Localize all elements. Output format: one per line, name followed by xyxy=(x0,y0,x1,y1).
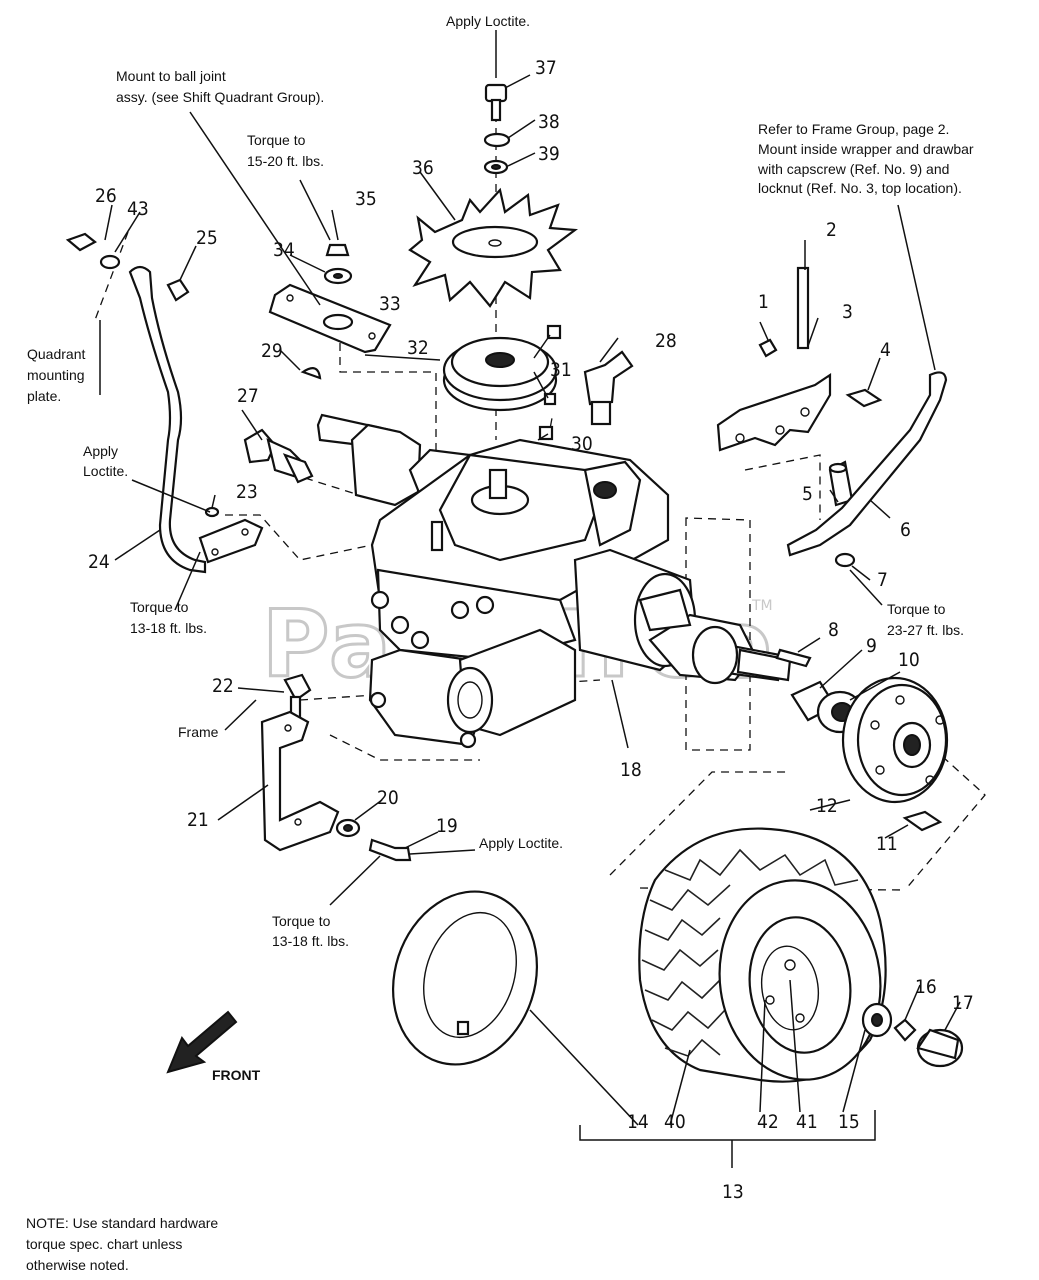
front-arrow-icon xyxy=(166,1010,238,1074)
callout-7: 7 xyxy=(877,569,888,591)
front-label: FRONT xyxy=(212,1067,261,1083)
callout-39: 39 xyxy=(538,143,560,165)
woodruff-key xyxy=(300,367,322,380)
transaxle-housing xyxy=(316,413,792,749)
note-torque-24-line1: Torque to xyxy=(130,599,189,615)
note-frame: Frame xyxy=(178,724,219,740)
note-line3: otherwise noted. xyxy=(26,1257,129,1273)
callout-28: 28 xyxy=(655,330,677,352)
callout-29: 29 xyxy=(261,340,283,362)
callout-11: 11 xyxy=(876,833,898,855)
callout-13: 13 xyxy=(722,1181,744,1203)
note-apply-loctite-23-line1: Apply xyxy=(83,443,118,459)
callout-19: 19 xyxy=(436,815,458,837)
callout-numbers: 1 2 3 4 5 6 7 8 9 10 11 12 13 14 15 16 1… xyxy=(88,57,974,1203)
callout-21: 21 xyxy=(187,809,209,831)
note-apply-loctite-top: Apply Loctite. xyxy=(446,13,530,29)
note-mount-line2: assy. (see Shift Quadrant Group). xyxy=(116,89,324,105)
note-quadrant-line3: plate. xyxy=(27,388,61,404)
callout-22: 22 xyxy=(212,675,234,697)
drawbar-hardware xyxy=(716,266,948,568)
note-torque-19-line2: 13-18 ft. lbs. xyxy=(272,933,349,949)
callout-34: 34 xyxy=(273,239,295,261)
callout-14: 14 xyxy=(627,1111,649,1133)
callout-42: 42 xyxy=(757,1111,779,1133)
callout-20: 20 xyxy=(377,787,399,809)
callout-36: 36 xyxy=(412,157,434,179)
callout-40: 40 xyxy=(664,1111,686,1133)
callout-10: 10 xyxy=(898,649,920,671)
note-refer-line4: locknut (Ref. No. 3, top location). xyxy=(758,180,962,196)
note-quadrant-line2: mounting xyxy=(27,367,85,383)
note-torque-24-line2: 13-18 ft. lbs. xyxy=(130,620,207,636)
note-apply-loctite-23-line2: Loctite. xyxy=(83,463,128,479)
callout-24: 24 xyxy=(88,551,110,573)
note-torque-19-line1: Torque to xyxy=(272,913,331,929)
callout-8: 8 xyxy=(828,619,839,641)
callout-2: 2 xyxy=(826,219,837,241)
callout-27: 27 xyxy=(237,385,259,407)
callout-25: 25 xyxy=(196,227,218,249)
note-torque-35-line1: Torque to xyxy=(247,132,306,148)
top-hardware xyxy=(323,83,511,285)
shift-linkage-rod xyxy=(65,232,264,574)
note-mount-line1: Mount to ball joint xyxy=(116,68,226,84)
callout-4: 4 xyxy=(880,339,891,361)
drive-pulley xyxy=(442,336,558,412)
callout-30: 30 xyxy=(571,433,593,455)
note-line1: NOTE: Use standard hardware xyxy=(26,1215,218,1231)
watermark-tm: TM xyxy=(751,598,773,614)
note-torque-7-line2: 23-27 ft. lbs. xyxy=(887,622,964,638)
callout-16: 16 xyxy=(915,976,937,998)
callout-41: 41 xyxy=(796,1111,818,1133)
callout-12: 12 xyxy=(816,795,838,817)
callout-6: 6 xyxy=(900,519,911,541)
small-fittings xyxy=(538,324,634,441)
callout-1: 1 xyxy=(758,291,769,313)
shift-bracket xyxy=(268,283,392,354)
hub-cap-hardware xyxy=(861,1002,964,1068)
note-refer-line2: Mount inside wrapper and drawbar xyxy=(758,141,974,157)
tire-wheel xyxy=(638,827,887,1083)
callout-18: 18 xyxy=(620,759,642,781)
note-torque-35-line2: 15-20 ft. lbs. xyxy=(247,153,324,169)
note-line2: torque spec. chart unless xyxy=(26,1236,182,1252)
callout-15: 15 xyxy=(838,1111,860,1133)
text-notes: Apply Loctite. Mount to ball joint assy.… xyxy=(26,13,974,1273)
callout-31: 31 xyxy=(550,359,572,381)
axle-hub-assembly xyxy=(775,648,949,832)
note-refer-line1: Refer to Frame Group, page 2. xyxy=(758,121,949,137)
callout-33: 33 xyxy=(379,293,401,315)
callout-38: 38 xyxy=(538,111,560,133)
callout-37: 37 xyxy=(535,57,557,79)
cooling-fan xyxy=(408,187,579,308)
callout-17: 17 xyxy=(952,992,974,1014)
callout-35: 35 xyxy=(355,188,377,210)
callout-26: 26 xyxy=(95,185,117,207)
callout-9: 9 xyxy=(866,635,877,657)
note-torque-7-line1: Torque to xyxy=(887,601,946,617)
note-apply-loctite-19: Apply Loctite. xyxy=(479,835,563,851)
callout-32: 32 xyxy=(407,337,429,359)
hydraulic-fitting xyxy=(243,428,314,484)
callout-23: 23 xyxy=(236,481,258,503)
note-quadrant-line1: Quadrant xyxy=(27,346,85,362)
callout-5: 5 xyxy=(802,483,813,505)
inner-tube xyxy=(391,890,539,1066)
note-refer-line3: with capscrew (Ref. No. 9) and xyxy=(757,161,949,177)
callout-43: 43 xyxy=(127,198,149,220)
leader-lines xyxy=(99,30,961,1168)
callout-3: 3 xyxy=(842,301,853,323)
frame-bracket xyxy=(260,673,412,862)
